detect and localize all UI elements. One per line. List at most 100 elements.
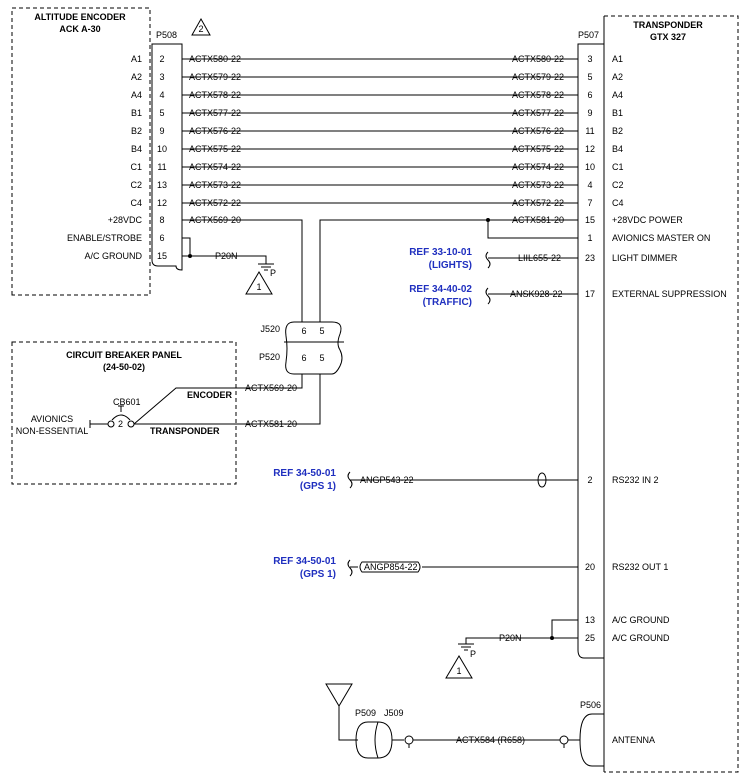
transponder-pin-label: B1 bbox=[612, 108, 623, 118]
note-2-triangle: 2 bbox=[191, 17, 211, 36]
wire-id-right: ACTX573-22 bbox=[512, 180, 564, 190]
gps-out-ref: REF 34-50-01 bbox=[273, 556, 336, 567]
antenna-section: P509 J509 ACTX584 (R658) P506 ANTENNA bbox=[325, 683, 655, 767]
encoder-model: ACK A-30 bbox=[59, 24, 100, 34]
gps-out-label: RS232 OUT 1 bbox=[612, 562, 668, 572]
transponder-power-row: ACTX581-20 15 +28VDC POWER bbox=[319, 215, 683, 322]
wire-id-left: ACTX572-22 bbox=[189, 198, 241, 208]
transponder-power-wire: ACTX581-20 bbox=[512, 215, 564, 225]
gps-in-label: RS232 IN 2 bbox=[612, 475, 659, 485]
dimmer-ref: REF 33-10-01 bbox=[409, 247, 472, 258]
altitude-encoder-box: ALTITUDE ENCODER ACK A-30 bbox=[11, 7, 151, 296]
wire-id-right: ACTX578-22 bbox=[512, 90, 564, 100]
transponder-pin-number: 11 bbox=[585, 126, 594, 136]
transponder-pin-number: 9 bbox=[587, 108, 592, 118]
transponder-pin-label: C1 bbox=[612, 162, 624, 172]
cb-wire-transponder: ACTX581-20 bbox=[245, 419, 297, 429]
wire-id-right: ACTX574-22 bbox=[512, 162, 564, 172]
cb-out-transponder: TRANSPONDER bbox=[150, 426, 220, 436]
j520-p520-connector: J520 P520 6 5 6 5 bbox=[222, 321, 344, 425]
transponder-power-pin: 15 bbox=[585, 215, 595, 225]
transponder-pin-number: 10 bbox=[585, 162, 595, 172]
antenna-wire: ACTX584 (R658) bbox=[456, 735, 525, 745]
transponder-pin-label: C2 bbox=[612, 180, 624, 190]
transponder-master-row: 1 AVIONICS MASTER ON bbox=[587, 233, 710, 243]
suppress-ref: REF 34-40-02 bbox=[409, 284, 472, 295]
suppress-pin: 17 bbox=[585, 289, 595, 299]
encoder-pin-number: 3 bbox=[159, 72, 164, 82]
transponder-pin-label: B2 bbox=[612, 126, 623, 136]
gps-in-ref-sub: (GPS 1) bbox=[300, 481, 336, 492]
encoder-ground-label: A/C GROUND bbox=[84, 251, 142, 261]
dimmer-pin: 23 bbox=[585, 253, 595, 263]
suppress-label: EXTERNAL SUPPRESSION bbox=[612, 289, 727, 299]
encoder-ground-wire: P20N bbox=[215, 251, 238, 261]
encoder-enable-label: ENABLE/STROBE bbox=[67, 233, 142, 243]
wire-id-left: ACTX575-22 bbox=[189, 144, 241, 154]
transponder-ground-rows: 13 A/C GROUND 25 A/C GROUND P P20N bbox=[458, 615, 670, 659]
encoder-title: ALTITUDE ENCODER bbox=[34, 12, 126, 22]
suppress-wire: ANSK928-22 bbox=[510, 289, 563, 299]
j520-pin-5: 5 bbox=[319, 326, 324, 336]
j520-pin-6: 6 bbox=[301, 326, 306, 336]
wire-id-right: ACTX572-22 bbox=[512, 198, 564, 208]
cb-wire-encoder: ACTX569-20 bbox=[245, 383, 297, 393]
gps-in-ref: REF 34-50-01 bbox=[273, 468, 336, 479]
xp-ground-suffix: P bbox=[470, 649, 476, 659]
transponder-pin-label: C4 bbox=[612, 198, 624, 208]
p509-label: P509 bbox=[355, 708, 376, 718]
note-1-triangle-encoder: 1 bbox=[245, 271, 273, 295]
cb-bus-label-1: AVIONICS bbox=[31, 414, 73, 424]
transponder-power-label: +28VDC POWER bbox=[612, 215, 683, 225]
transponder-pin-label: A1 bbox=[612, 54, 623, 64]
xp-ground-pin-25: 25 bbox=[585, 633, 595, 643]
note-2-number: 2 bbox=[198, 24, 203, 34]
encoder-enable-pin: 6 bbox=[159, 233, 164, 243]
encoder-pin-label: A1 bbox=[131, 54, 142, 64]
dimmer-wire: LIIL655-22 bbox=[518, 253, 561, 263]
suppress-ref-sub: (TRAFFIC) bbox=[423, 297, 472, 308]
xp-ground-label-25: A/C GROUND bbox=[612, 633, 670, 643]
wire-id-left: ACTX574-22 bbox=[189, 162, 241, 172]
suppression-row: REF 34-40-02 (TRAFFIC) ANSK928-22 17 EXT… bbox=[409, 284, 727, 308]
gps-out-ref-sub: (GPS 1) bbox=[300, 569, 336, 580]
circuit-breaker-panel: CIRCUIT BREAKER PANEL (24-50-02) AVIONIC… bbox=[11, 341, 297, 485]
encoder-pin-label: B4 bbox=[131, 144, 142, 154]
j509-label: J509 bbox=[384, 708, 404, 718]
encoder-pin-label: A4 bbox=[131, 90, 142, 100]
gps-out-pin: 20 bbox=[585, 562, 595, 572]
encoder-pin-label: C4 bbox=[130, 198, 142, 208]
encoder-pin-label: C2 bbox=[130, 180, 142, 190]
encoder-pin-number: 12 bbox=[157, 198, 167, 208]
cb-panel-ref: (24-50-02) bbox=[103, 362, 145, 372]
xp-ground-label-13: A/C GROUND bbox=[612, 615, 670, 625]
cb-bus-label-2: NON-ESSENTIAL bbox=[16, 426, 89, 436]
wire-id-right: ACTX576-22 bbox=[512, 126, 564, 136]
j520-label: J520 bbox=[260, 324, 280, 334]
p520-pin-6: 6 bbox=[301, 353, 306, 363]
encoder-ground-suffix: P bbox=[270, 268, 276, 278]
dimmer-ref-sub: (LIGHTS) bbox=[429, 260, 472, 271]
antenna-label: ANTENNA bbox=[612, 735, 655, 745]
encoder-pin-label: B1 bbox=[131, 108, 142, 118]
encoder-pin-number: 5 bbox=[159, 108, 164, 118]
transponder-master-label: AVIONICS MASTER ON bbox=[612, 233, 710, 243]
light-dimmer-row: REF 33-10-01 (LIGHTS) LIIL655-22 23 LIGH… bbox=[409, 247, 678, 271]
transponder-pin-number: 3 bbox=[587, 54, 592, 64]
transponder-pin-number: 6 bbox=[587, 90, 592, 100]
encoder-pin-number: 9 bbox=[159, 126, 164, 136]
transponder-pin-number: 12 bbox=[585, 144, 595, 154]
cb-number: 2 bbox=[118, 419, 123, 429]
encoder-power-wire: ACTX569-20 bbox=[189, 215, 241, 225]
wire-id-right: ACTX579-22 bbox=[512, 72, 564, 82]
encoder-ground-row: A/C GROUND 15 P20N P bbox=[84, 251, 276, 278]
wire-id-left: ACTX580-22 bbox=[189, 54, 241, 64]
transponder-box: TRANSPONDER GTX 327 bbox=[603, 15, 739, 773]
encoder-pin-number: 2 bbox=[159, 54, 164, 64]
encoder-power-pin: 8 bbox=[159, 215, 164, 225]
gps-in-wire: ANGP543-22 bbox=[360, 475, 414, 485]
gps-out-wire: ANGP854-22 bbox=[364, 562, 418, 572]
encoder-power-row: +28VDC 8 ACTX569-20 bbox=[108, 215, 303, 322]
dimmer-label: LIGHT DIMMER bbox=[612, 253, 678, 263]
encoder-pin-label: A2 bbox=[131, 72, 142, 82]
